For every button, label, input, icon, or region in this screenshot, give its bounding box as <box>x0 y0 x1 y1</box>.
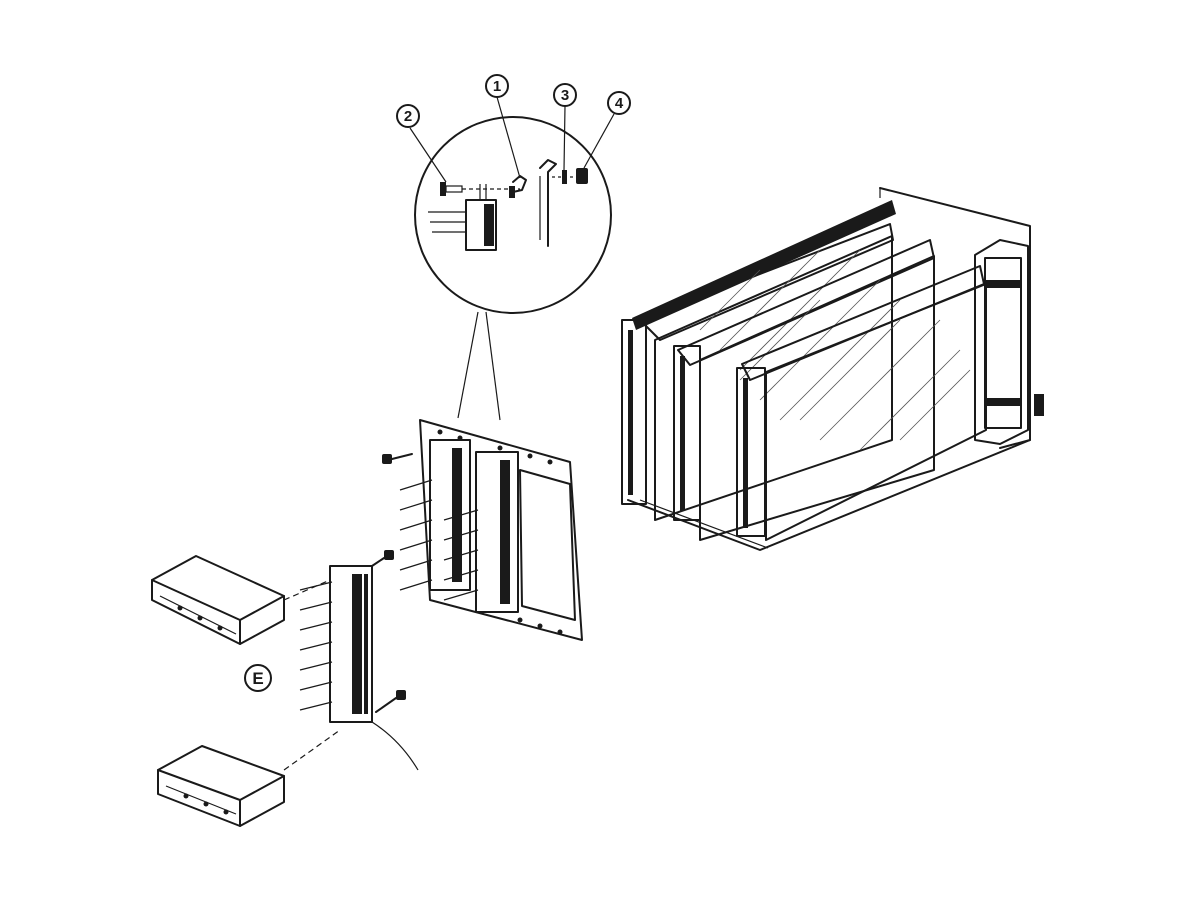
svg-text:E: E <box>252 669 263 688</box>
svg-text:1: 1 <box>493 78 501 95</box>
card-rack <box>621 187 1044 551</box>
rack-connector-1 <box>621 319 647 505</box>
rack-connector-2 <box>673 345 701 521</box>
callout-3: 3 <box>553 83 577 107</box>
connector-mounting-panel <box>382 419 583 641</box>
view-label-e: E <box>244 664 272 692</box>
connector-screw-top <box>371 550 394 567</box>
callout-1: 1 <box>485 74 509 98</box>
mounting-rail-top <box>151 555 285 645</box>
mounting-rail-bottom <box>157 745 285 827</box>
panel-screw <box>382 453 413 464</box>
svg-text:3: 3 <box>561 87 569 104</box>
svg-text:4: 4 <box>615 95 624 112</box>
callout-4: 4 <box>607 91 631 115</box>
callout-2: 2 <box>396 104 420 128</box>
connector-screw-bottom <box>375 690 406 713</box>
detail-magnifier: 1 2 3 4 <box>396 74 631 421</box>
detail-parts <box>428 159 588 251</box>
svg-text:2: 2 <box>404 108 412 125</box>
rack-connector-3 <box>736 367 766 537</box>
loose-connector <box>299 550 419 771</box>
